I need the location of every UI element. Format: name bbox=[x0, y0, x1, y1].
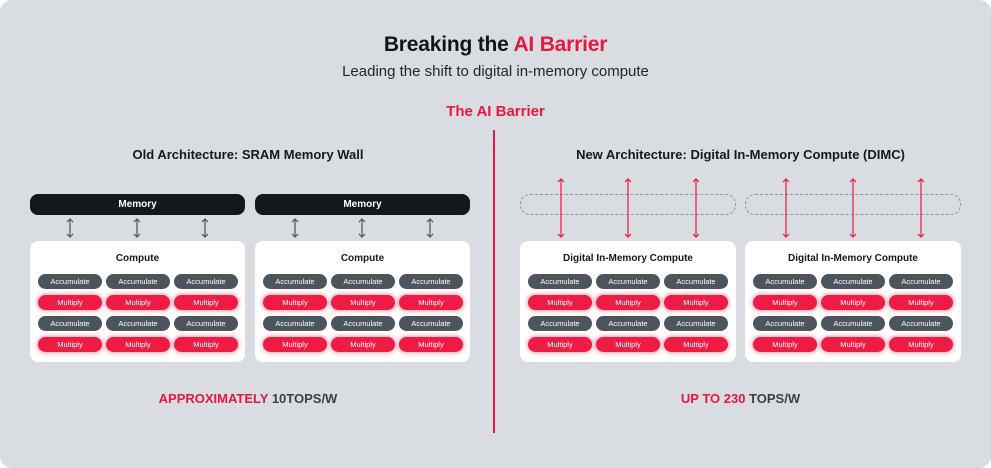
page-title: Breaking the AI Barrier bbox=[0, 33, 991, 57]
accumulate-unit: Accumulate bbox=[263, 274, 327, 289]
multiply-unit: Multiply bbox=[38, 295, 102, 310]
old-compute-panel-title: Compute bbox=[115, 253, 160, 264]
red-double-arrow-vertical-icon bbox=[692, 178, 700, 238]
new-architecture-heading: New Architecture: Digital In-Memory Comp… bbox=[576, 147, 905, 162]
old-efficiency-metric: APPROXIMATELY 10TOPS/W bbox=[30, 391, 466, 406]
accumulate-unit: Accumulate bbox=[528, 316, 592, 331]
multiply-unit: Multiply bbox=[38, 337, 102, 352]
multiply-unit: Multiply bbox=[596, 295, 660, 310]
multiply-unit: Multiply bbox=[106, 295, 170, 310]
new-metric-value: TOPS/W bbox=[749, 391, 801, 406]
accumulate-unit: Accumulate bbox=[753, 274, 817, 289]
accumulate-unit: Accumulate bbox=[399, 274, 463, 289]
multiply-unit: Multiply bbox=[174, 295, 238, 310]
old-compute-panel-title: Compute bbox=[340, 253, 385, 264]
red-double-arrow-vertical-icon bbox=[557, 178, 565, 238]
multiply-unit: Multiply bbox=[106, 337, 170, 352]
multiply-unit: Multiply bbox=[263, 295, 327, 310]
title-main: Breaking the bbox=[383, 33, 514, 56]
accumulate-unit: Accumulate bbox=[889, 274, 953, 289]
title-accent: AI Barrier bbox=[513, 33, 608, 56]
multiply-unit: Multiply bbox=[399, 337, 463, 352]
double-arrow-vertical-icon bbox=[291, 218, 299, 238]
new-compute-panel-title: Digital In-Memory Compute bbox=[787, 253, 918, 264]
accumulate-unit: Accumulate bbox=[889, 316, 953, 331]
accumulate-unit: Accumulate bbox=[106, 274, 170, 289]
accumulate-unit: Accumulate bbox=[331, 316, 395, 331]
double-arrow-vertical-icon bbox=[133, 218, 141, 238]
multiply-unit: Multiply bbox=[263, 337, 327, 352]
multiply-unit: Multiply bbox=[399, 295, 463, 310]
new-efficiency-metric: UP TO 230 TOPS/W bbox=[520, 391, 961, 406]
red-double-arrow-vertical-icon bbox=[849, 178, 857, 238]
double-arrow-vertical-icon bbox=[66, 218, 74, 238]
multiply-unit: Multiply bbox=[528, 337, 592, 352]
old-memory-bar-2: Memory bbox=[255, 194, 470, 215]
accumulate-unit: Accumulate bbox=[38, 274, 102, 289]
multiply-unit: Multiply bbox=[331, 337, 395, 352]
double-arrow-vertical-icon bbox=[201, 218, 209, 238]
multiply-unit: Multiply bbox=[753, 337, 817, 352]
multiply-unit: Multiply bbox=[821, 295, 885, 310]
accumulate-unit: Accumulate bbox=[596, 316, 660, 331]
multiply-unit: Multiply bbox=[821, 337, 885, 352]
accumulate-unit: Accumulate bbox=[821, 274, 885, 289]
old-memory-bar-1: Memory bbox=[30, 194, 245, 215]
multiply-unit: Multiply bbox=[331, 295, 395, 310]
old-metric-value: 10TOPS/W bbox=[271, 391, 338, 406]
multiply-unit: Multiply bbox=[889, 295, 953, 310]
accumulate-unit: Accumulate bbox=[106, 316, 170, 331]
accumulate-unit: Accumulate bbox=[596, 274, 660, 289]
old-architecture-heading: Old Architecture: SRAM Memory Wall bbox=[132, 147, 364, 162]
accumulate-unit: Accumulate bbox=[753, 316, 817, 331]
multiply-unit: Multiply bbox=[174, 337, 238, 352]
accumulate-unit: Accumulate bbox=[399, 316, 463, 331]
new-metric-highlight: UP TO 230 bbox=[680, 391, 750, 406]
accumulate-unit: Accumulate bbox=[174, 274, 238, 289]
accumulate-unit: Accumulate bbox=[263, 316, 327, 331]
multiply-unit: Multiply bbox=[753, 295, 817, 310]
double-arrow-vertical-icon bbox=[426, 218, 434, 238]
accumulate-unit: Accumulate bbox=[664, 316, 728, 331]
multiply-unit: Multiply bbox=[528, 295, 592, 310]
multiply-unit: Multiply bbox=[664, 295, 728, 310]
red-double-arrow-vertical-icon bbox=[782, 178, 790, 238]
multiply-unit: Multiply bbox=[596, 337, 660, 352]
accumulate-unit: Accumulate bbox=[664, 274, 728, 289]
barrier-label: The AI Barrier bbox=[446, 103, 545, 120]
red-double-arrow-vertical-icon bbox=[917, 178, 925, 238]
accumulate-unit: Accumulate bbox=[174, 316, 238, 331]
page-subtitle: Leading the shift to digital in-memory c… bbox=[342, 63, 649, 80]
accumulate-unit: Accumulate bbox=[38, 316, 102, 331]
new-compute-panel-title: Digital In-Memory Compute bbox=[562, 253, 693, 264]
red-double-arrow-vertical-icon bbox=[624, 178, 632, 238]
barrier-divider-line bbox=[493, 130, 495, 433]
multiply-unit: Multiply bbox=[664, 337, 728, 352]
multiply-unit: Multiply bbox=[889, 337, 953, 352]
old-metric-highlight: APPROXIMATELY bbox=[158, 391, 272, 406]
accumulate-unit: Accumulate bbox=[821, 316, 885, 331]
double-arrow-vertical-icon bbox=[358, 218, 366, 238]
accumulate-unit: Accumulate bbox=[331, 274, 395, 289]
accumulate-unit: Accumulate bbox=[528, 274, 592, 289]
